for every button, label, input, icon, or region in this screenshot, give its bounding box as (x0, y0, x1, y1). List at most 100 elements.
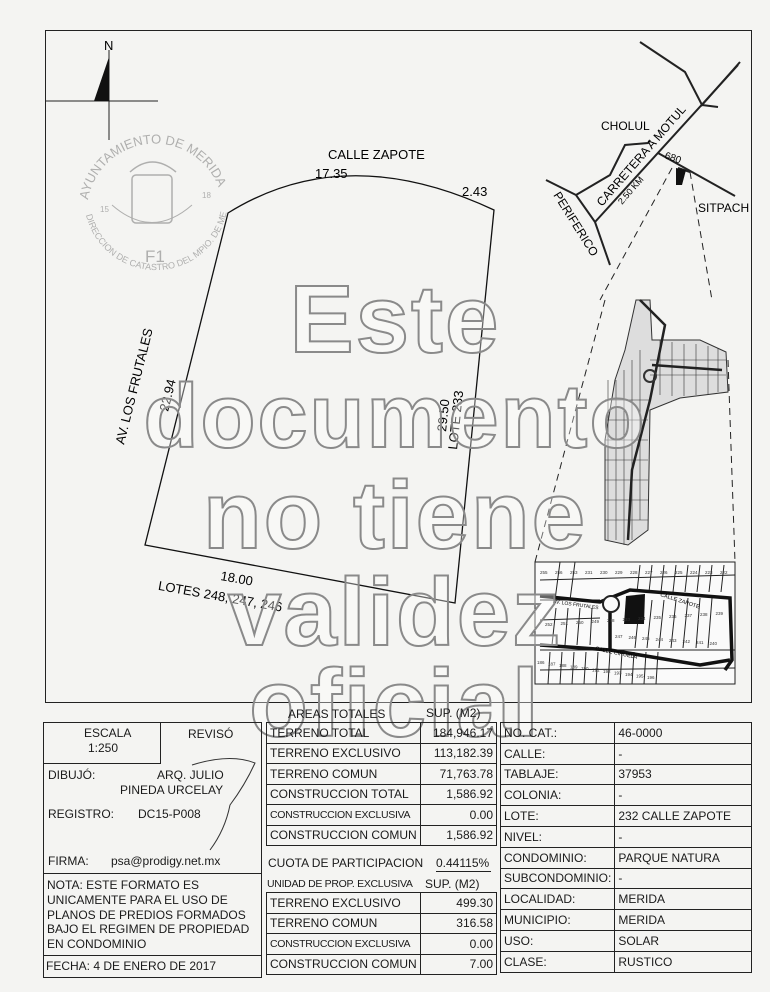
lot-number: 195 (636, 674, 644, 679)
subdivision-overview-map (604, 299, 729, 546)
street-left-label: AV. LOS FRUTALES (112, 326, 155, 445)
signature (191, 757, 256, 851)
dim-right: 29.50 (434, 398, 452, 432)
location-map (534, 41, 741, 563)
dibujo-label: DIBUJÓ: (48, 768, 96, 782)
lot-number: 256 (555, 570, 563, 575)
dim-left: 22.94 (156, 378, 178, 413)
lot-number: 191 (592, 668, 600, 673)
lot-number: 252 (545, 622, 553, 627)
lot-number: 189 (570, 665, 578, 670)
lot-number: 241 (696, 640, 704, 645)
lot-number: 233 (623, 617, 631, 622)
row-label: CALLE: (499, 742, 616, 765)
row-value: 46-0000 (614, 722, 752, 744)
dibujo-value-2: PINEDA URCELAY (120, 783, 224, 797)
table-row: CLASE:RUSTICO (499, 950, 752, 973)
row-value: MERIDA (614, 909, 752, 931)
row-label: TERRENO COMUN (266, 912, 421, 934)
row-value: 0.00 (419, 804, 498, 826)
cuota-value: 0.44115% (436, 856, 492, 872)
registro-label: REGISTRO: (48, 807, 115, 821)
row-value: RUSTICO (614, 950, 752, 973)
lot-number: 227 (645, 570, 653, 575)
location-marker (676, 168, 686, 185)
lot-number: 188 (559, 663, 567, 668)
row-label: COLONIA: (499, 784, 616, 807)
neighbor-bottom-label: LOTES 248, 247, 246 (157, 578, 283, 615)
registro-value: DC15-P008 (138, 807, 201, 821)
lot-number: 250 (576, 620, 584, 625)
svg-text:15: 15 (100, 205, 109, 214)
row-value: - (614, 867, 752, 890)
row-label: CONSTRUCCION TOTAL (266, 783, 421, 805)
neighbor-right-label: LOTE 233 (445, 390, 466, 451)
lot-number: 194 (625, 672, 633, 677)
dim-bottom: 18.00 (219, 568, 254, 588)
row-value: 232 CALLE ZAPOTE (614, 805, 752, 827)
lot-number: 193 (614, 671, 622, 676)
row-label: NIVEL: (499, 825, 616, 848)
row-label: CONDOMINIO: (499, 846, 616, 869)
subject-lot-marker (624, 594, 645, 624)
town-sitpach: SITPACH (698, 201, 749, 215)
lot-number: 236 (669, 614, 677, 619)
row-label: CONSTRUCCION COMUN (266, 824, 421, 846)
lot-number: 187 (548, 662, 556, 667)
row-value: 113,182.39 (419, 742, 498, 764)
plan-frame (45, 30, 752, 703)
north-arrow-icon: N (45, 38, 158, 140)
row-label: USO: (499, 929, 616, 952)
seal-stamp: AYUNTAMIENTO DE MERIDA DIRECCION DE CATA… (0, 0, 230, 272)
firma-label: FIRMA: (48, 854, 89, 868)
row-label: MUNICIPIO: (499, 909, 616, 931)
row-value: - (614, 742, 752, 765)
row-value: 0.00 (419, 933, 498, 955)
row-label: TERRENO TOTAL (266, 722, 421, 744)
lot-number: 240 (710, 641, 718, 646)
areas-unit-header: SUP. (M2) (426, 706, 481, 720)
row-value: 37953 (614, 763, 752, 786)
firma-value: psa@prodigy.net.mx (111, 854, 221, 868)
row-label: CONSTRUCCION EXCLUSIVA (266, 933, 421, 955)
lot-number: 186 (537, 660, 545, 665)
town-cholul: CHOLUL (601, 119, 650, 133)
row-label: CONSTRUCCION EXCLUSIVA (266, 804, 421, 826)
table-row: NO. CAT.:46-0000 (499, 722, 752, 744)
row-value: 184,946.17 (419, 722, 498, 744)
lot-number: 231 (585, 570, 593, 575)
lot-number: 246 (629, 635, 637, 640)
reviso-label: REVISÓ (188, 727, 234, 741)
lot-number: 244 (656, 637, 664, 642)
cuota-label: CUOTA DE PARTICIPACION (268, 856, 424, 870)
lot-number: 230 (600, 570, 608, 575)
north-label: N (104, 38, 113, 53)
row-value: - (614, 784, 752, 807)
svg-text:F1: F1 (145, 247, 165, 266)
row-value: SOLAR (614, 929, 752, 952)
table-row: NIVEL:- (499, 825, 752, 848)
lot-number: 222 (720, 570, 728, 575)
lot-number: 237 (685, 613, 693, 618)
row-value: 71,763.78 (419, 763, 498, 785)
nota-text: NOTA: ESTE FORMATO ES UNICAMENTE PARA EL… (47, 878, 250, 952)
table-row: LOTE:232 CALLE ZAPOTE (499, 805, 752, 827)
lot-number: 255 (540, 570, 548, 575)
row-label: SUBCONDOMINIO: (499, 867, 616, 890)
escala-value: 1:250 (88, 741, 119, 755)
lot-number: 192 (603, 669, 611, 674)
dim-top-right: 2.43 (462, 184, 487, 199)
row-value: - (614, 825, 752, 848)
lot-number: 243 (669, 638, 677, 643)
table-row: LOCALIDAD:MERIDA (499, 888, 752, 911)
